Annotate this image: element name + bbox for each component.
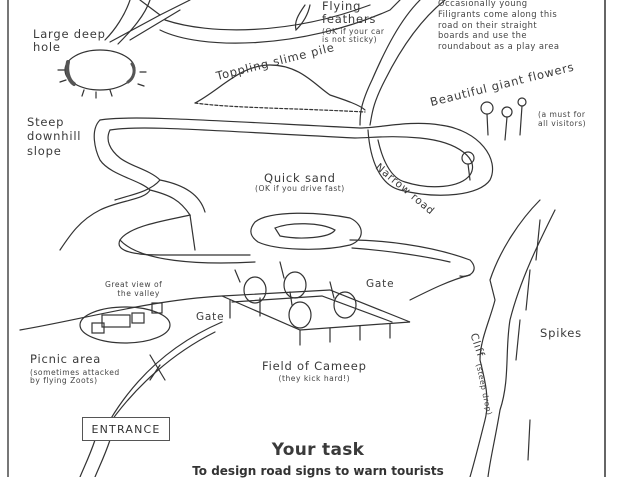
filigrants-note-line2: Filigrants come along this <box>438 8 558 19</box>
picnic-area-title: Picnic area <box>30 352 102 366</box>
filigrants-note-line4: boards and use the <box>438 30 527 41</box>
entrance-sign: ENTRANCE <box>82 417 170 441</box>
giant-flowers-note-line2: all visitors) <box>538 118 587 128</box>
right-vertical-road <box>359 0 446 126</box>
picnic-area-note-line1: (sometimes attacked <box>30 367 120 377</box>
giant-flowers-note-line1: (a must for <box>538 110 586 119</box>
cliff-drawing <box>469 199 556 477</box>
cameep-field-note: (they kick hard!) <box>278 373 351 383</box>
flying-feathers-note-line2: is not sticky) <box>322 35 378 45</box>
quick-sand-note: (OK if you drive fast) <box>255 183 345 193</box>
picnic-area-drawing <box>79 302 171 344</box>
picnic-area-note-line2: by flying Zoots) <box>30 376 98 386</box>
great-view-line1: Great view of <box>105 280 163 289</box>
quick-sand-title: Quick sand <box>263 171 336 185</box>
steep-slope-line1: Steep <box>27 115 65 129</box>
flying-feathers-note-line1: (OK if your car <box>322 26 385 36</box>
gate-right-label: Gate <box>366 278 395 290</box>
flying-feathers-title-line2: feathers <box>322 11 377 26</box>
winding-road <box>59 117 494 264</box>
large-hole-label: Large deep hole <box>33 28 106 54</box>
flying-feathers-title-line1: Flying <box>322 0 362 13</box>
page-border-left <box>7 0 9 477</box>
cameep-field-label: Field of Cameep (they kick hard!) <box>262 360 367 383</box>
cameep-field-title: Field of Cameep <box>262 359 367 373</box>
task-title: Your task <box>271 440 365 460</box>
filigrants-note-line5: roundabout as a play area <box>438 41 560 51</box>
large-hole-label-line1: Large deep <box>33 27 106 41</box>
feather-drawing <box>294 4 311 32</box>
filigrants-note-line3: road on their straight <box>438 19 538 30</box>
steep-slope-line2: downhill <box>27 129 82 144</box>
giant-flowers-note: (a must for all visitors) <box>538 110 587 128</box>
spikes-label: Spikes <box>540 326 582 340</box>
task-subtitle: To design road signs to warn tourists <box>192 464 444 478</box>
large-hole-drawing <box>57 49 147 99</box>
picnic-area-label: Picnic area (sometimes attacked by flyin… <box>30 353 120 386</box>
steep-slope-line3: slope <box>27 143 62 158</box>
quick-sand-drawing <box>250 212 475 277</box>
filigrants-note-line1: Occasionally young <box>438 0 528 8</box>
slime-pile-drawing <box>194 64 366 113</box>
flowers-drawing <box>461 97 527 181</box>
lower-roads <box>19 274 471 477</box>
large-hole-label-line2: hole <box>33 39 61 54</box>
page-border-right <box>604 0 606 477</box>
gate-left-label: Gate <box>196 311 225 323</box>
steep-slope-label: Steep downhill slope <box>27 115 81 158</box>
cameep-field-drawing <box>221 261 411 346</box>
quick-sand-label: Quick sand (OK if you drive fast) <box>255 172 345 193</box>
great-view-label: Great view of the valley <box>105 280 163 298</box>
great-view-line2: the valley <box>117 288 160 298</box>
top-roads <box>104 0 401 45</box>
flying-feathers-label: Flying feathers (OK if your car is not s… <box>322 0 384 45</box>
filigrants-note: Occasionally young Filigrants come along… <box>438 0 559 52</box>
